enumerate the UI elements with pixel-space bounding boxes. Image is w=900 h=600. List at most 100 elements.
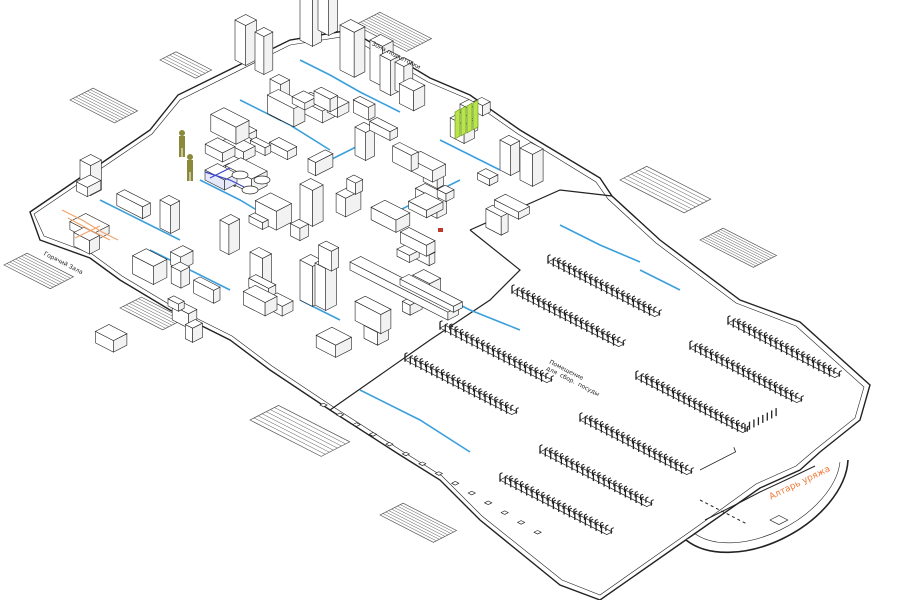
chair-seat <box>653 448 657 451</box>
apse-inner-wall <box>693 461 841 544</box>
chair-seat <box>489 393 493 396</box>
chair-seat <box>542 298 546 301</box>
kitchen-counter <box>346 174 364 195</box>
chair-seat <box>731 359 735 362</box>
chair-top <box>715 411 719 414</box>
chair-seat <box>839 370 842 373</box>
stairs-top-left-step <box>87 90 133 115</box>
chair-top <box>581 319 585 322</box>
chair-seat <box>545 372 549 375</box>
chair-seat <box>791 345 794 348</box>
kitchen-counter <box>170 261 191 289</box>
stairs-bottom-step <box>266 411 338 449</box>
chair-seat <box>828 364 832 367</box>
stairs-top-step <box>371 16 424 44</box>
chair-top <box>500 401 504 404</box>
chair-top <box>571 460 575 463</box>
chair-seat <box>419 358 423 360</box>
kitchen-counter <box>396 243 420 263</box>
chair-top <box>515 480 519 483</box>
wall-buttress <box>451 481 460 486</box>
refrigerator-unit-top <box>219 214 241 225</box>
refrigerator-unit-top <box>234 14 258 26</box>
banquet-table-icon <box>439 324 553 383</box>
refrigerator-unit-top <box>339 19 366 33</box>
stairs-top-step <box>377 13 429 41</box>
refrigerator-unit <box>234 14 258 66</box>
chair-seat <box>611 284 614 287</box>
kitchen-counter-top <box>352 95 376 108</box>
kitchen-counter <box>116 189 151 220</box>
table-row <box>511 284 626 347</box>
wall-buttress-top <box>467 490 476 496</box>
chair-seat <box>624 485 628 488</box>
refrigerator-unit-side <box>312 184 324 227</box>
chair-seat <box>553 303 557 306</box>
kitchen-counter <box>242 284 278 317</box>
chair-seat <box>736 419 740 422</box>
chair-top <box>490 395 494 399</box>
stairs-right-frame <box>699 227 778 268</box>
chair-top <box>447 374 451 377</box>
chair-top <box>595 521 599 524</box>
chair-seat <box>580 317 584 320</box>
stairs-left-step <box>21 255 68 281</box>
chair-top <box>694 400 698 403</box>
stairs-right-top-step <box>642 168 708 202</box>
chair-seat <box>753 326 757 329</box>
kitchen-counter <box>268 137 298 161</box>
table-row <box>689 340 804 403</box>
chair-seat <box>731 417 734 419</box>
chair-seat <box>812 356 816 359</box>
chair-top <box>570 314 574 317</box>
chair-top <box>439 320 443 323</box>
stairs-top-left-step <box>81 93 127 118</box>
kitchen-counter <box>392 142 419 172</box>
chair-top <box>705 348 709 351</box>
chair-seat <box>737 318 741 321</box>
kitchen-counter-top <box>249 136 272 149</box>
stairs-left <box>3 252 75 290</box>
kitchen-counter <box>94 324 128 353</box>
chair-top <box>643 303 647 306</box>
refrigerator-unit-top <box>379 50 401 61</box>
chair-top <box>455 328 459 331</box>
chair-seat <box>510 404 514 407</box>
serving-counter-front-top <box>399 274 463 307</box>
chair-top <box>543 300 547 303</box>
chair-seat <box>457 377 461 380</box>
chair-top <box>743 367 747 370</box>
chair-seat <box>563 502 566 505</box>
kitchen-counter-top <box>317 240 340 252</box>
apse-dash <box>699 499 703 502</box>
chair-top <box>574 267 578 271</box>
kitchen-counter-top <box>354 295 392 315</box>
chair-top <box>468 385 472 388</box>
chair-top <box>700 345 704 348</box>
chair-seat <box>508 353 512 356</box>
chair-top <box>743 323 747 326</box>
chair-top <box>539 444 543 447</box>
chair-seat <box>540 369 544 372</box>
refrigerator-unit-front <box>299 183 313 227</box>
chair-seat <box>704 346 708 348</box>
banquet-table-icon <box>635 374 749 433</box>
stairs-bottom-step <box>262 413 334 451</box>
stairs-top-left-small-step <box>172 53 209 72</box>
chair-top <box>754 328 758 332</box>
kitchen-counter-top <box>116 189 151 208</box>
chair-seat <box>560 452 564 455</box>
refrigerator-unit-side <box>228 218 240 256</box>
refrigerator-unit-top <box>499 135 521 146</box>
chair-top <box>595 278 599 281</box>
chair-top <box>601 281 605 284</box>
chair-seat <box>612 333 616 336</box>
chair-top <box>649 306 653 309</box>
wall-buttress <box>500 510 509 515</box>
chair-seat <box>779 384 783 387</box>
kitchen-counter <box>184 319 204 343</box>
chair-seat <box>693 397 697 400</box>
chair-seat <box>425 360 429 363</box>
chair-top <box>586 322 590 325</box>
refrigerator-unit-top <box>369 34 394 47</box>
